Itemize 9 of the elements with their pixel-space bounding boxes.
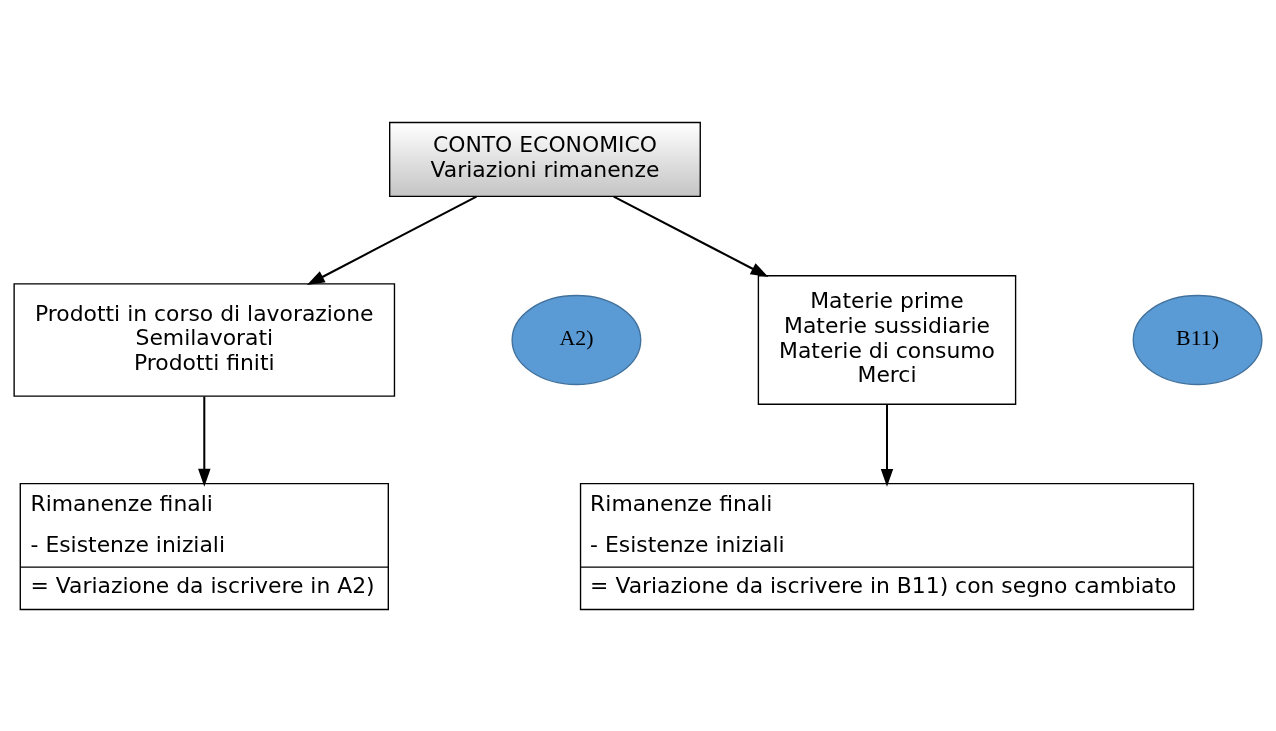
node-box: Materie prime Materie sussidiarie Materie di consumo Merci xyxy=(757,274,1017,405)
arrow xyxy=(198,396,211,487)
node-box: CONTO ECONOMICO Variazioni rimanenze xyxy=(389,121,701,197)
arrow xyxy=(306,195,477,285)
node-ellipse: A2) xyxy=(511,294,642,385)
node-box: Prodotti in corso di lavorazione Semilavorati Prodotti finiti xyxy=(13,282,396,397)
arrow xyxy=(880,404,894,487)
node-ellipse: B11) xyxy=(1132,294,1263,385)
arrow xyxy=(613,195,769,277)
